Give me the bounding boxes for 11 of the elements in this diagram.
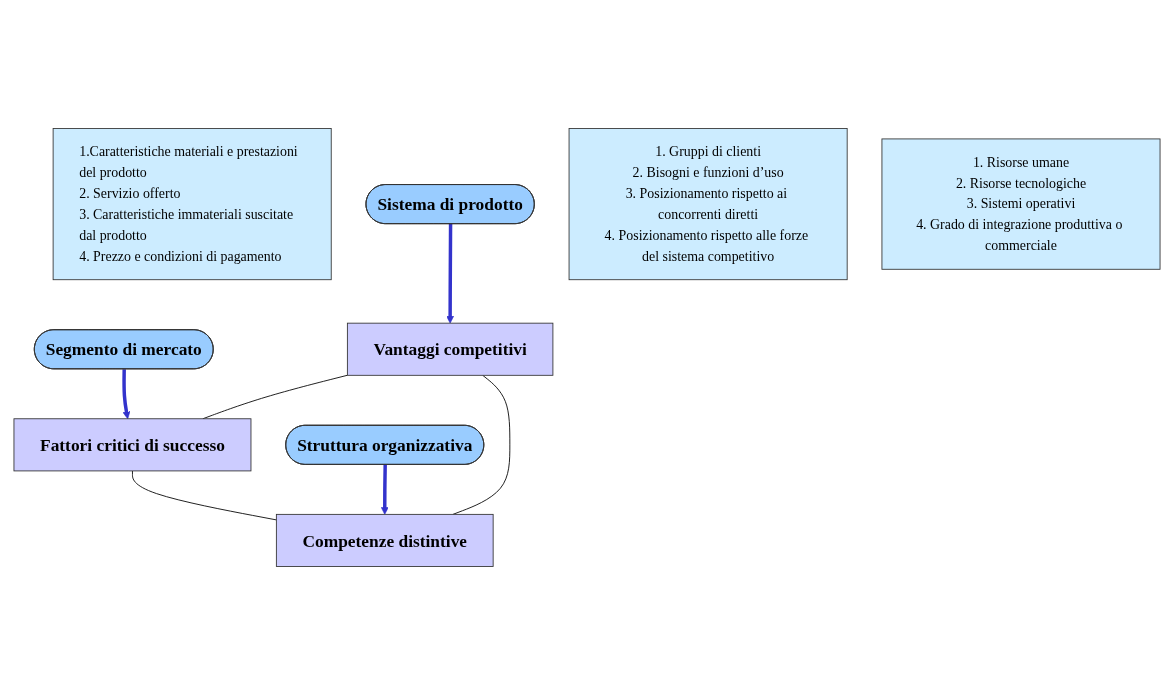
arrow <box>121 369 130 420</box>
arrow <box>380 464 389 515</box>
connector <box>131 470 277 521</box>
node-box: 1. Gruppi di clienti 2. Bisogni e funzioni d’uso 3. Posizionamento rispetto ai concorrenti diretti 4. Posizionamento rispetto alle forze del sistema competitivo <box>568 128 848 281</box>
arrow <box>445 224 454 324</box>
node-box: 1. Risorse umane 2. Risorse tecnologiche 3. Sistemi operativi 4. Grado di integrazione produttiva o commerciale <box>881 138 1160 270</box>
node-box: 1.Caratteristiche materiali e prestazioni del prodotto 2. Servizio offerto 3. Caratteristiche immateriali suscitate dal prodotto 4. Prezzo e condizioni di pagamento <box>52 128 332 281</box>
node-box: Competenze distintive <box>275 513 494 567</box>
node-box: Fattori critici di successo <box>13 418 251 472</box>
connector <box>452 374 510 515</box>
node-box: Vantaggi competitivi <box>346 322 553 376</box>
